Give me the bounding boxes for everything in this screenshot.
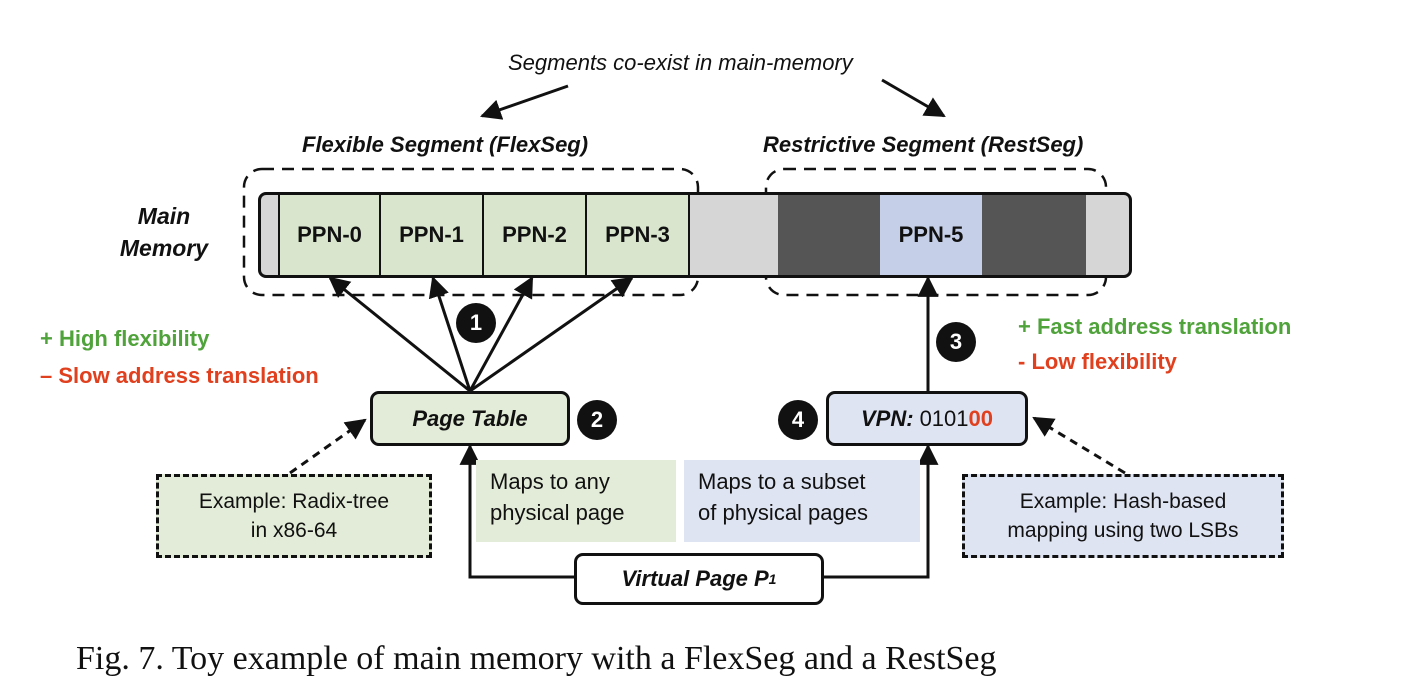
page-table-box: Page Table: [370, 391, 570, 446]
maps-subset-note: Maps to a subset of physical pages: [684, 460, 920, 542]
maps-any-line2: physical page: [490, 500, 625, 525]
memory-cell-ppn5: PPN-5: [880, 195, 982, 275]
memory-cell-ppn2: PPN-2: [484, 195, 587, 275]
figure-caption: Fig. 7. Toy example of main memory with …: [76, 640, 997, 677]
memory-cell-ppn1: PPN-1: [381, 195, 484, 275]
example-arrow-right: [1032, 416, 1126, 475]
main-memory-label: Main Memory: [104, 200, 224, 264]
vpn-bits-lsb: 00: [968, 405, 993, 431]
rest-con: - Low flexibility: [1018, 349, 1177, 374]
flex-example-line2: in x86-64: [250, 519, 338, 542]
step-4-badge: 4: [778, 400, 818, 440]
top-note: Segments co-exist in main-memory: [508, 50, 853, 75]
rest-example-note: Example: Hash-based mapping using two LS…: [962, 474, 1284, 558]
memory-cell-rest-occupied-2: [982, 195, 1086, 275]
flexseg-title: Flexible Segment (FlexSeg): [302, 132, 589, 157]
example-arrow-left: [289, 418, 367, 475]
flex-example-line1: Example: Radix-tree: [198, 490, 390, 513]
vpn-label: VPN:: [861, 405, 914, 431]
maps-any-line1: Maps to any: [490, 469, 610, 494]
main-memory-label-line1: Main: [137, 203, 191, 229]
arrow-to-ppn3: [469, 276, 634, 393]
memory-cell-rest-occupied-1: [778, 195, 880, 275]
rest-pro: + Fast address translation: [1018, 314, 1292, 339]
main-memory-label-line2: Memory: [119, 235, 209, 261]
maps-subset-line2: of physical pages: [698, 500, 868, 525]
flex-example-note: Example: Radix-tree in x86-64: [156, 474, 432, 558]
vpn-bits-upper: 0101: [919, 405, 969, 431]
restseg-title: Restrictive Segment (RestSeg): [763, 132, 1084, 157]
main-memory-bar: PPN-0 PPN-1 PPN-2 PPN-3 PPN-5: [258, 192, 1132, 278]
step-3-badge: 3: [936, 322, 976, 362]
virtual-page-subscript: 1: [768, 571, 777, 587]
memory-cell-ppn3: PPN-3: [587, 195, 690, 275]
arrow-to-ppn0: [328, 276, 471, 393]
memory-cell-ppn0: PPN-0: [278, 195, 381, 275]
note-arrow-left: [480, 84, 569, 120]
arrow-to-ppn1: [428, 276, 472, 392]
flex-con: – Slow address translation: [40, 363, 319, 388]
rest-example-line1: Example: Hash-based: [1019, 490, 1227, 513]
flex-pro: + High flexibility: [40, 326, 210, 351]
vp-to-vpn: [822, 443, 939, 579]
virtual-page-label: Virtual Page P: [621, 566, 769, 591]
maps-any-note: Maps to any physical page: [476, 460, 676, 542]
note-arrow-right: [881, 78, 946, 118]
vp-to-pagetable: [459, 443, 576, 579]
maps-subset-line1: Maps to a subset: [698, 469, 866, 494]
step-2-badge: 2: [577, 400, 617, 440]
arrow-to-ppn2: [468, 276, 534, 392]
rest-example-line2: mapping using two LSBs: [1007, 519, 1239, 542]
step-1-badge: 1: [456, 303, 496, 343]
